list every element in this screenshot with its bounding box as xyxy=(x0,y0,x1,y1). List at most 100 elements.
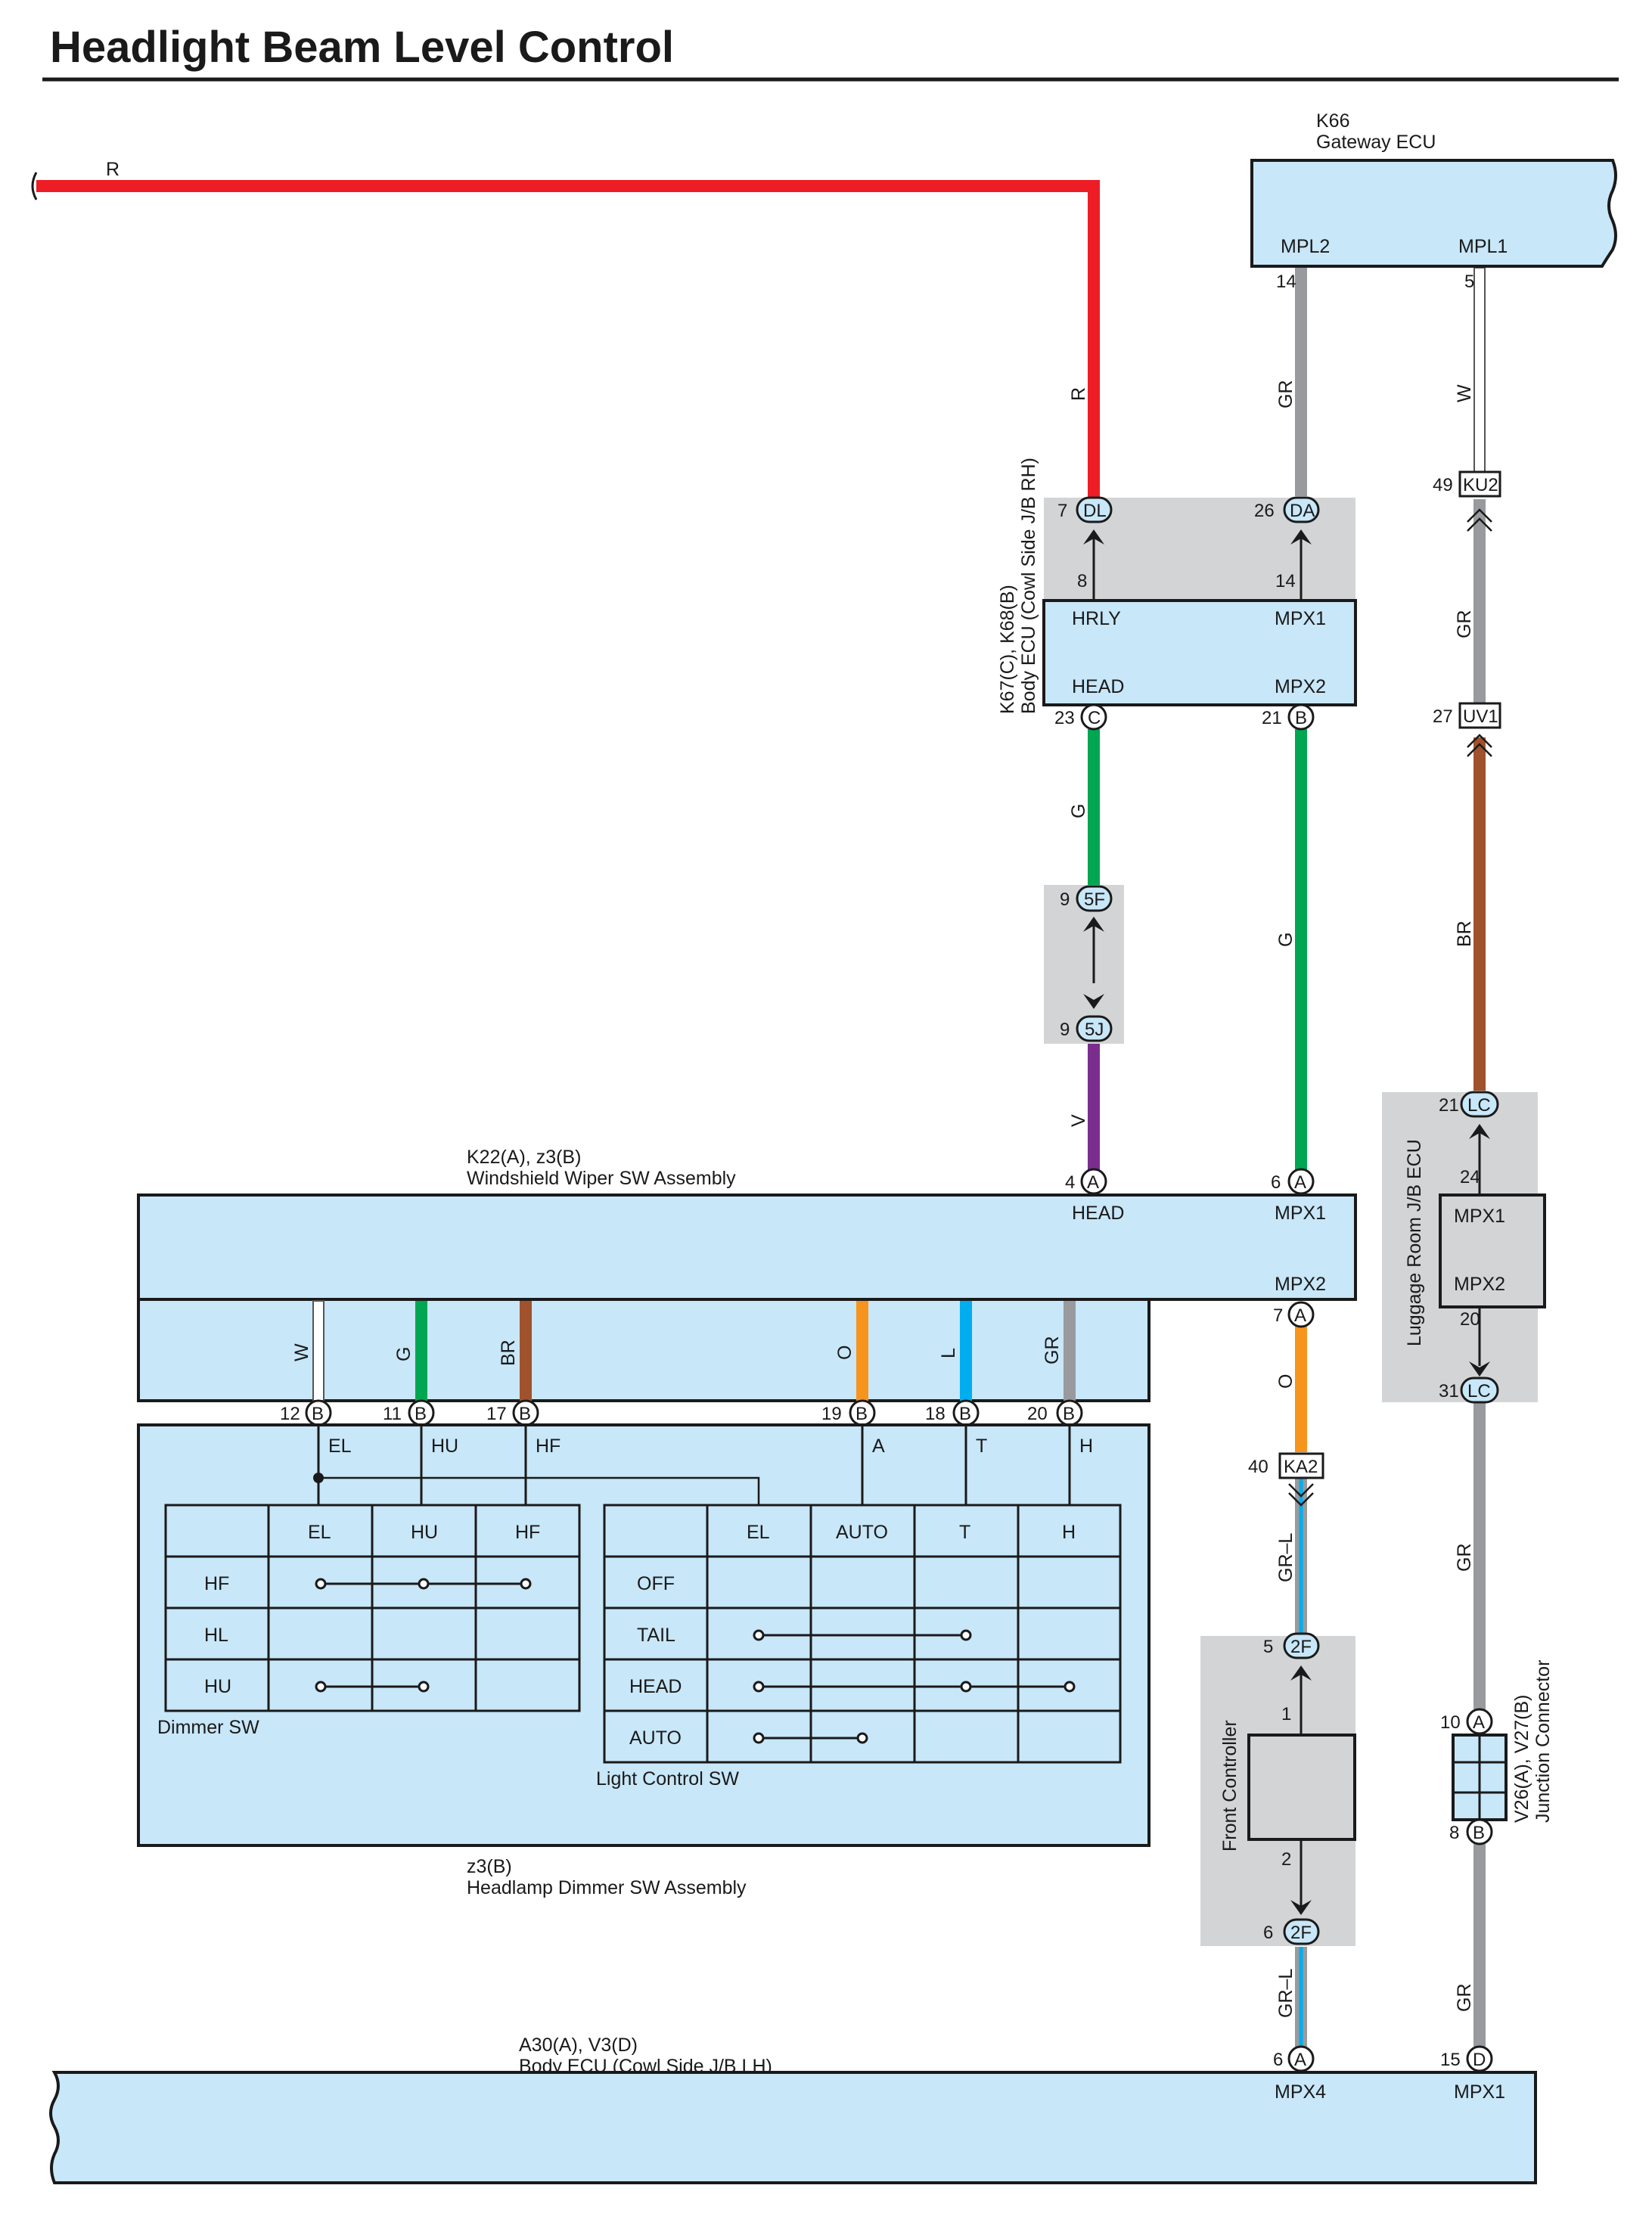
connector-c-label: C xyxy=(1088,708,1101,728)
light-contact xyxy=(856,1732,868,1744)
light-contact xyxy=(1064,1681,1076,1693)
body-ecu-rh-pin-hrly: HRLY xyxy=(1072,608,1121,629)
band-label-o: O xyxy=(834,1346,856,1360)
connector-uv1-label: UV1 xyxy=(1463,706,1498,727)
wiper-sw-pin-head: HEAD xyxy=(1072,1203,1124,1224)
wiper-sw-code: K22(A), z3(B) xyxy=(467,1147,581,1168)
band-label-gr: GR xyxy=(1042,1336,1063,1365)
band-wire-g xyxy=(415,1301,427,1401)
light-contact xyxy=(753,1681,765,1693)
luggage-ecu-name: Luggage Room J/B ECU xyxy=(1404,1139,1425,1346)
dimmer-contact xyxy=(315,1578,327,1590)
connector-ku2 xyxy=(1458,470,1501,498)
pin-21-b: 21 xyxy=(1262,708,1282,728)
wire-label-grl-upper: GR–L xyxy=(1275,1533,1296,1582)
wire-label-br: BR xyxy=(1454,920,1475,947)
dimmer-row-hf: HF xyxy=(204,1573,229,1594)
dimmer-col-hf: HF xyxy=(515,1522,540,1543)
lead-el-cross xyxy=(318,1476,760,1505)
gateway-ecu-box xyxy=(1250,159,1617,268)
dimmer-row-hu: HU xyxy=(204,1676,231,1697)
body-ecu-rh-pin-mpx2: MPX2 xyxy=(1275,676,1326,697)
connector-a-junction-label: A xyxy=(1473,1712,1485,1733)
pin-14-mpl2: 14 xyxy=(1276,272,1296,292)
wire-label-r-top: R xyxy=(106,159,120,180)
pin-5-2f: 5 xyxy=(1263,1637,1273,1657)
connector-b-19-label: B xyxy=(856,1404,868,1424)
body-ecu-lh-code: A30(A), V3(D) xyxy=(519,2035,638,2056)
gateway-name: Gateway ECU xyxy=(1316,132,1436,153)
dimmer-col-hu: HU xyxy=(411,1522,438,1543)
body-ecu-rh-box xyxy=(1042,599,1357,706)
body-ecu-lh-pin-mpx1: MPX1 xyxy=(1454,2081,1505,2103)
light-row-off: OFF xyxy=(637,1573,675,1594)
dimmer-contact xyxy=(520,1578,532,1590)
pin-7-a: 7 xyxy=(1273,1305,1283,1326)
body-ecu-rh-name: Body ECU (Cowl Side J/B RH) xyxy=(1018,458,1039,714)
dimmer-pin-hu: HU xyxy=(431,1436,458,1457)
connector-a-mpx4-label: A xyxy=(1294,2050,1306,2070)
arrow-5j xyxy=(1083,994,1104,1009)
luggage-ecu-pin-mpx2: MPX2 xyxy=(1454,1274,1505,1295)
light-col-t: T xyxy=(959,1522,970,1543)
connector-lc-top xyxy=(1460,1091,1499,1118)
wire-r-main xyxy=(36,180,1100,510)
connector-5f xyxy=(1076,885,1113,912)
connector-ka2-label: KA2 xyxy=(1284,1457,1318,1477)
wire-label-r: R xyxy=(1068,387,1089,401)
pin-11-b: 11 xyxy=(383,1404,402,1424)
band-wire-br xyxy=(520,1301,532,1401)
light-row-tail: TAIL xyxy=(637,1625,675,1646)
connector-b-20-label: B xyxy=(1063,1404,1075,1424)
arrow-5f xyxy=(1083,917,1104,932)
gateway-code: K66 xyxy=(1316,110,1349,132)
pin-20-b: 20 xyxy=(1027,1404,1048,1424)
connector-5f-label: 5F xyxy=(1084,889,1105,910)
page-title: Headlight Beam Level Control xyxy=(50,23,674,72)
pin-17-b: 17 xyxy=(486,1404,507,1424)
connector-b-11-label: B xyxy=(415,1404,427,1424)
band-label-br: BR xyxy=(498,1339,519,1366)
pin-24: 24 xyxy=(1460,1167,1480,1187)
pin-6-a: 6 xyxy=(1271,1172,1281,1193)
wire-label-grl-lower: GR–L xyxy=(1275,1969,1296,2018)
connector-da xyxy=(1283,496,1320,523)
pin-21-lc: 21 xyxy=(1439,1095,1459,1116)
connector-5j xyxy=(1076,1015,1113,1042)
connector-ka2 xyxy=(1278,1452,1324,1479)
connector-ku2-chevron xyxy=(1467,508,1492,532)
pin-19-b: 19 xyxy=(821,1404,842,1424)
connector-ku2-label: KU2 xyxy=(1463,475,1498,495)
junction-conn-code: V26(A), V27(B) xyxy=(1511,1694,1532,1823)
connector-5j-label: 5J xyxy=(1085,1020,1104,1040)
connector-c xyxy=(1080,703,1107,731)
light-contact xyxy=(960,1681,972,1693)
dimmer-pin-t: T xyxy=(976,1436,987,1457)
front-controller-name: Front Controller xyxy=(1219,1720,1241,1852)
body-ecu-rh-pin-mpx1: MPX1 xyxy=(1275,608,1326,629)
pin-49-ku2: 49 xyxy=(1433,475,1453,495)
dimmer-contact xyxy=(418,1681,430,1693)
dimmer-sw-table: EL HU HF HF HL HU Dimmer SW xyxy=(157,1504,581,1738)
junction-dot xyxy=(313,1473,324,1483)
connector-lc-top-label: LC xyxy=(1467,1095,1491,1116)
light-table-frame xyxy=(603,1504,1122,1764)
gateway-pin-mpl1: MPL1 xyxy=(1458,236,1508,257)
pin-26-da: 26 xyxy=(1254,501,1275,521)
connector-lc-bottom-label: LC xyxy=(1467,1381,1491,1401)
wiper-sw-wire-band xyxy=(137,1298,1150,1402)
connector-b-18-label: B xyxy=(959,1404,971,1424)
pin-6-a-lh: 6 xyxy=(1273,2050,1283,2070)
wire-label-v: V xyxy=(1068,1114,1089,1127)
wire-label-gr-junction: GR xyxy=(1454,1984,1475,2013)
dimmer-contact xyxy=(418,1578,430,1590)
connector-2f-top-label: 2F xyxy=(1290,1637,1312,1657)
pin-23-c: 23 xyxy=(1054,708,1075,728)
connector-a-mpx2-label: A xyxy=(1294,1305,1306,1326)
dimmer-table-caption: Dimmer SW xyxy=(157,1717,259,1738)
connector-2f-top xyxy=(1283,1632,1320,1659)
connector-dl xyxy=(1076,496,1113,523)
connector-d-label: D xyxy=(1473,2050,1486,2070)
body-ecu-rh-code: K67(C), K68(B) xyxy=(997,585,1018,714)
connector-2f-bottom xyxy=(1283,1918,1320,1945)
